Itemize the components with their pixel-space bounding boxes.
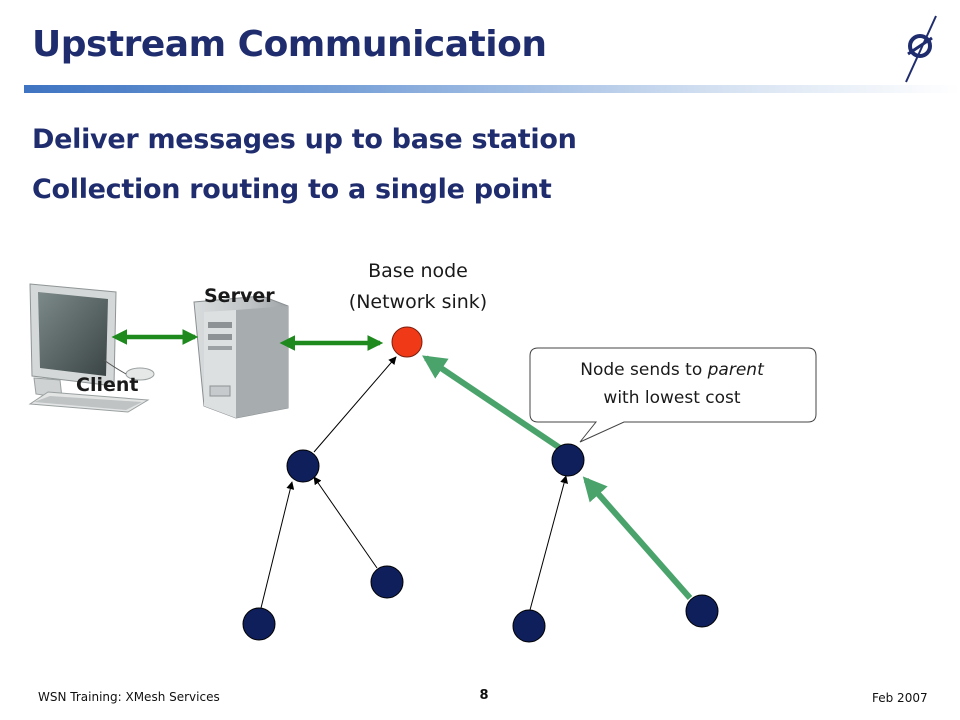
tree-edge	[313, 356, 397, 453]
highlight-path-arrow	[582, 476, 693, 600]
callout-text: Node sends to parent with lowest cost	[580, 360, 764, 408]
title-underline	[24, 85, 960, 93]
sensor-node	[242, 607, 276, 641]
base-node	[391, 326, 423, 358]
footer-date: Feb 2007	[872, 691, 928, 705]
footer-course: WSN Training: XMesh Services	[38, 690, 220, 704]
bullet-1: Deliver messages up to base station	[32, 124, 577, 155]
tree-edge	[260, 481, 295, 609]
client-computer-icon	[28, 283, 155, 413]
slide-title: Upstream Communication	[32, 24, 547, 65]
bullet-2: Collection routing to a single point	[32, 174, 552, 205]
server-tower-icon	[193, 295, 289, 419]
highlight-path-arrow	[422, 355, 562, 451]
sensor-node	[286, 449, 320, 483]
sensor-node	[551, 443, 585, 477]
callout-bubble	[529, 347, 817, 443]
sensor-node	[685, 594, 719, 628]
base-node-label: Base node (Network sink)	[348, 260, 488, 313]
server-label: Server	[204, 285, 275, 307]
tree-edge	[529, 475, 568, 611]
footer-page-number: 8	[479, 688, 489, 703]
sensor-node	[370, 565, 404, 599]
compass-logo-icon	[905, 15, 937, 83]
client-label: Client	[76, 374, 139, 396]
tree-edge	[313, 476, 378, 569]
sensor-node	[512, 609, 546, 643]
